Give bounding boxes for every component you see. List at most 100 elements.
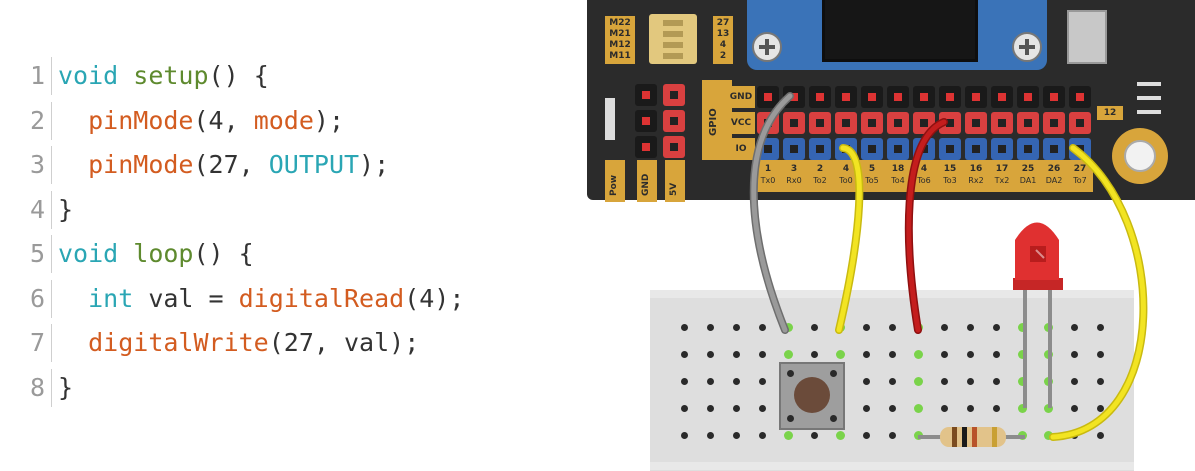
gnd-pin bbox=[965, 86, 987, 108]
breadboard-hole bbox=[1018, 377, 1027, 386]
pin-name: To3 bbox=[943, 176, 957, 185]
code-token: (4); bbox=[404, 283, 465, 313]
line-number: 5 bbox=[18, 235, 52, 274]
vcc-pin bbox=[1043, 112, 1065, 134]
gnd-pin bbox=[861, 86, 883, 108]
breadboard-hole bbox=[681, 405, 688, 412]
line-number: 1 bbox=[18, 57, 52, 96]
gnd-pin bbox=[939, 86, 961, 108]
dip-switch bbox=[649, 14, 697, 64]
code-text: int val = digitalRead(4); bbox=[52, 280, 464, 318]
code-token: setup bbox=[133, 61, 209, 91]
io-pin bbox=[887, 138, 909, 160]
breadboard-hole bbox=[784, 323, 793, 332]
pin-name: Rx2 bbox=[968, 176, 984, 185]
io-pin bbox=[965, 138, 987, 160]
pin-name: DA2 bbox=[1045, 176, 1063, 185]
code-line: 6 int val = digitalRead(4); bbox=[18, 277, 578, 322]
pin-name: Tx2 bbox=[994, 176, 1010, 185]
pin-name: To0 bbox=[839, 176, 853, 185]
breadboard-hole bbox=[863, 351, 870, 358]
module-label: M22 bbox=[609, 18, 631, 28]
code-token: digitalRead bbox=[238, 283, 405, 313]
gnd-pin bbox=[1069, 86, 1091, 108]
pin-number: 1 bbox=[764, 164, 772, 174]
smd-component bbox=[1137, 82, 1161, 86]
module-label: M21 bbox=[609, 29, 631, 39]
code-token: pinMode bbox=[88, 150, 194, 180]
gnd-pin bbox=[913, 86, 935, 108]
code-text: void loop() { bbox=[52, 235, 254, 273]
breadboard-hole bbox=[811, 432, 818, 439]
breadboard-hole bbox=[784, 350, 793, 359]
vcc-pin bbox=[887, 112, 909, 134]
gnd-pin bbox=[809, 86, 831, 108]
breadboard-hole bbox=[863, 378, 870, 385]
code-token: () { bbox=[193, 239, 254, 269]
breadboard-hole bbox=[863, 432, 870, 439]
pin-number: 25 bbox=[1021, 164, 1035, 174]
switch-number: 13 bbox=[716, 29, 730, 39]
module-labels: M22 M21 M12 M11 bbox=[605, 16, 635, 64]
code-line: 7 digitalWrite(27, val); bbox=[18, 321, 578, 366]
breadboard-hole bbox=[784, 431, 793, 440]
code-text: pinMode(27, OUTPUT); bbox=[52, 146, 389, 184]
breadboard-hole bbox=[681, 351, 688, 358]
switch-number: 27 bbox=[716, 18, 730, 28]
pin-number: 16 bbox=[969, 164, 983, 174]
breadboard-hole bbox=[759, 378, 766, 385]
breadboard-hole bbox=[967, 351, 974, 358]
code-token: OUTPUT bbox=[268, 150, 360, 180]
gnd-pin bbox=[991, 86, 1013, 108]
breadboard-hole bbox=[967, 405, 974, 412]
pin-name: To7 bbox=[1073, 176, 1087, 185]
code-token: (27, bbox=[193, 150, 269, 180]
breadboard-hole bbox=[1044, 404, 1053, 413]
switch-number-labels: 27 13 4 2 bbox=[713, 16, 733, 64]
display-module bbox=[747, 0, 1047, 70]
screw-icon bbox=[1012, 32, 1042, 62]
breadboard-hole bbox=[707, 351, 714, 358]
breadboard-hole bbox=[914, 404, 923, 413]
code-token: loop bbox=[133, 239, 194, 269]
gnd-pin-row bbox=[757, 86, 1095, 108]
breadboard-hole bbox=[941, 351, 948, 358]
breadboard-hole bbox=[941, 324, 948, 331]
breadboard-hole bbox=[1097, 405, 1104, 412]
code-text: } bbox=[52, 191, 73, 229]
module-label: M11 bbox=[609, 51, 631, 61]
line-number: 8 bbox=[18, 368, 52, 407]
breadboard-hole bbox=[1071, 351, 1078, 358]
breadboard-hole bbox=[681, 378, 688, 385]
module-label: M12 bbox=[609, 40, 631, 50]
pin-number: 3 bbox=[790, 164, 798, 174]
pin-number: 17 bbox=[995, 164, 1009, 174]
pin-name: To5 bbox=[865, 176, 879, 185]
pin-name: Rx0 bbox=[786, 176, 802, 185]
pin-number: 27 bbox=[1073, 164, 1087, 174]
vcc-pin bbox=[861, 112, 883, 134]
mounting-hole-icon bbox=[1112, 128, 1168, 184]
switch-number: 4 bbox=[719, 40, 727, 50]
code-token: void bbox=[58, 61, 119, 91]
code-token: } bbox=[58, 372, 74, 402]
breadboard-hole bbox=[733, 432, 740, 439]
breadboard-hole bbox=[707, 324, 714, 331]
label-gnd: GND bbox=[637, 160, 657, 202]
io-pin bbox=[939, 138, 961, 160]
breadboard-hole bbox=[993, 351, 1000, 358]
breadboard-hole bbox=[759, 432, 766, 439]
pin-name: To2 bbox=[813, 176, 827, 185]
pin-number: 2 bbox=[816, 164, 824, 174]
code-line: 2 pinMode(4, mode); bbox=[18, 99, 578, 144]
breadboard-hole bbox=[681, 432, 688, 439]
